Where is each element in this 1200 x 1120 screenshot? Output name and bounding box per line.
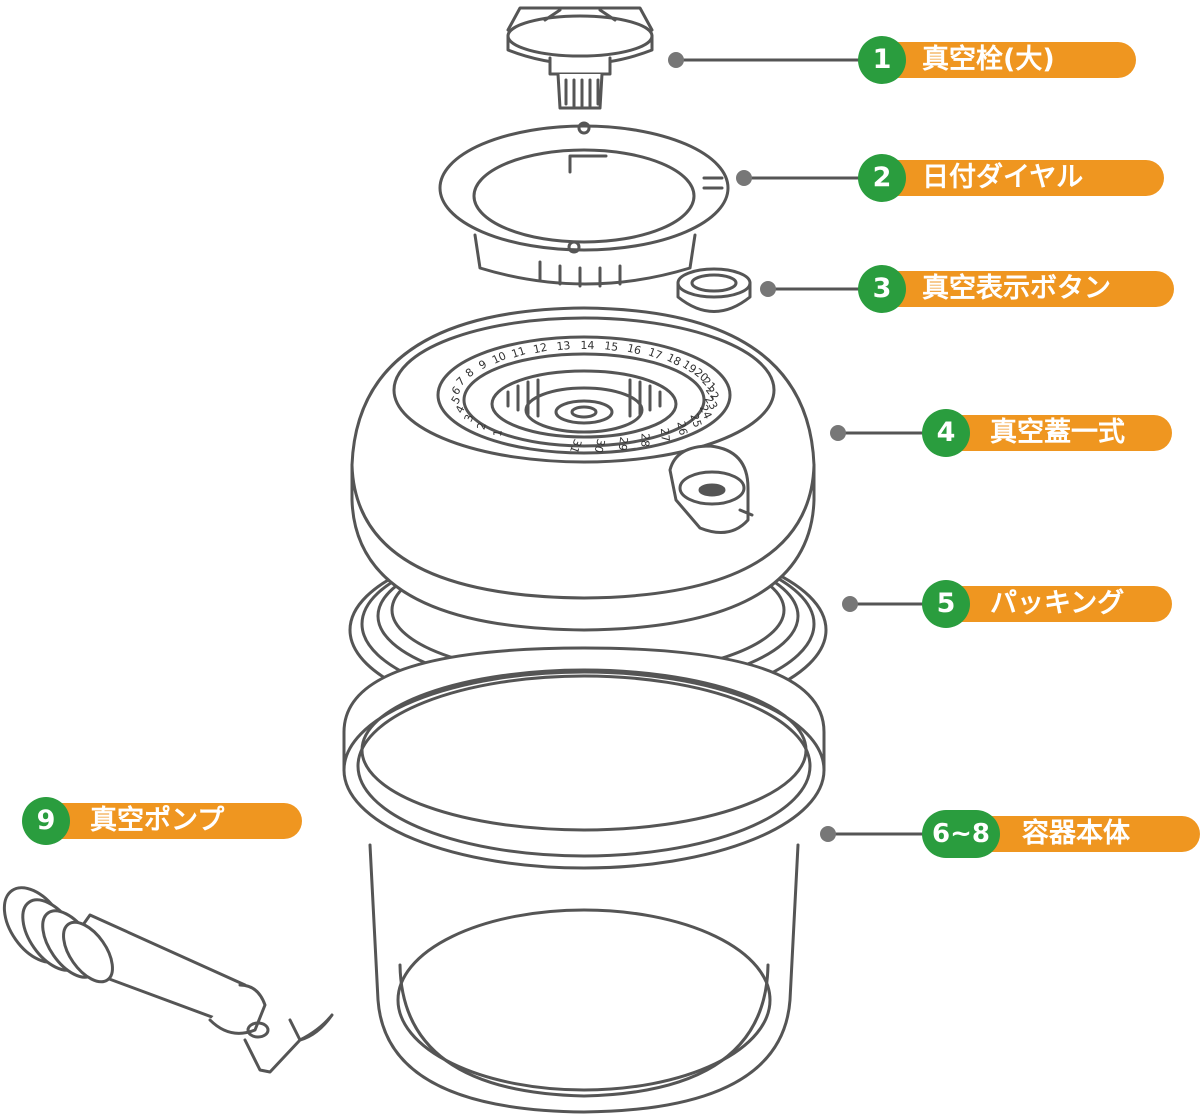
label-number-badge: 2 bbox=[858, 154, 906, 202]
label-number-badge: 3 bbox=[858, 265, 906, 313]
label-number-badge: 6~8 bbox=[922, 810, 1000, 858]
label-number-badge: 1 bbox=[858, 36, 906, 84]
label-text: 日付ダイヤル bbox=[922, 162, 1084, 193]
label-pill: 容器本体 bbox=[962, 816, 1200, 852]
dial-number: 26 bbox=[674, 420, 690, 436]
dial-number: 19 bbox=[680, 358, 699, 377]
label-text: パッキング bbox=[990, 588, 1125, 619]
container-drawing bbox=[342, 646, 826, 1114]
dial-number: 10 bbox=[490, 349, 508, 367]
dial-number: 23 bbox=[702, 393, 720, 412]
vacuum-plug-drawing bbox=[506, 6, 654, 110]
label-text: 真空ポンプ bbox=[90, 805, 225, 836]
label-pill: パッキング bbox=[946, 586, 1172, 622]
label-pill: 真空栓(大) bbox=[882, 42, 1136, 78]
label-date-dial: 日付ダイヤル 2 bbox=[858, 154, 1164, 202]
date-dial-drawing bbox=[438, 121, 730, 288]
dial-number: 25 bbox=[687, 412, 704, 429]
label-pill: 日付ダイヤル bbox=[882, 160, 1164, 196]
dial-number: 30 bbox=[591, 437, 607, 454]
label-container-body: 容器本体 6~8 bbox=[922, 810, 1200, 858]
label-pill: 真空表示ボタン bbox=[882, 271, 1174, 307]
dial-number: 12 bbox=[532, 341, 548, 357]
label-text: 真空栓(大) bbox=[922, 44, 1055, 75]
dial-number: 13 bbox=[556, 339, 571, 353]
dial-number: 27 bbox=[658, 427, 672, 442]
label-pill: 真空ポンプ bbox=[46, 803, 302, 839]
label-vacuum-plug: 真空栓(大) 1 bbox=[858, 36, 1136, 84]
dial-number: 28 bbox=[638, 433, 651, 447]
label-pill: 真空蓋一式 bbox=[946, 415, 1172, 451]
dial-number: 1 bbox=[491, 429, 505, 438]
vacuum-indicator-drawing bbox=[676, 267, 752, 313]
label-vacuum-pump: 真空ポンプ 9 bbox=[22, 797, 302, 845]
leader-dots bbox=[668, 52, 858, 842]
label-text: 真空蓋一式 bbox=[990, 417, 1125, 448]
dial-number: 24 bbox=[697, 403, 715, 421]
label-packing: パッキング 5 bbox=[922, 580, 1172, 628]
label-number-badge: 5 bbox=[922, 580, 970, 628]
dial-number: 3 bbox=[462, 413, 477, 424]
dial-number: 14 bbox=[580, 339, 594, 352]
label-text: 容器本体 bbox=[1022, 818, 1130, 849]
label-vacuum-indicator: 真空表示ボタン 3 bbox=[858, 265, 1174, 313]
dial-number: 15 bbox=[603, 339, 619, 354]
dial-number: 11 bbox=[510, 344, 527, 361]
label-vacuum-lid: 真空蓋一式 4 bbox=[922, 409, 1172, 457]
dial-number: 2 bbox=[474, 421, 488, 431]
label-number-badge: 4 bbox=[922, 409, 970, 457]
vacuum-lid-drawing bbox=[350, 306, 816, 632]
dial-number: 16 bbox=[626, 342, 643, 358]
dial-number: 18 bbox=[665, 351, 683, 369]
vacuum-pump-drawing bbox=[2, 886, 334, 1074]
dial-number: 17 bbox=[646, 345, 664, 362]
dial-number: 31 bbox=[567, 437, 584, 455]
label-text: 真空表示ボタン bbox=[922, 273, 1111, 304]
label-number-badge: 9 bbox=[22, 797, 70, 845]
dial-number: 29 bbox=[616, 436, 631, 452]
leader-lines bbox=[674, 58, 930, 836]
